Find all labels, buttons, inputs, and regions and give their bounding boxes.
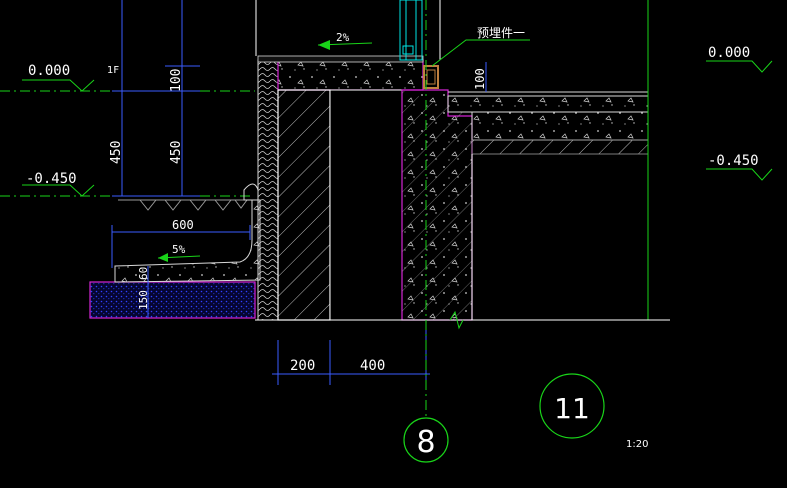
insulation-layer — [257, 59, 279, 321]
ground-hatch — [118, 199, 250, 211]
scale-label: 1:20 — [626, 439, 648, 450]
slope-text: 5% — [172, 243, 186, 256]
top-slab — [277, 59, 424, 91]
floor-slab-right — [447, 0, 649, 320]
elevation-text: 0.000 — [708, 45, 750, 61]
dim-text: 450 — [169, 141, 184, 164]
elevation-text: -0.450 — [26, 171, 77, 187]
dim-text: 100 — [473, 68, 487, 90]
grid-number: 8 — [416, 425, 435, 460]
embedded-part-label: 预埋件一 — [477, 26, 525, 40]
dim-text: 200 — [290, 358, 315, 374]
waterproof-layer — [257, 55, 424, 63]
grid-bubble — [403, 417, 449, 463]
detail-bubble — [539, 373, 605, 439]
detail-number: 11 — [554, 392, 590, 425]
break-mark — [449, 310, 464, 330]
window-frame — [255, 0, 441, 61]
dim-text: 60 — [137, 267, 150, 280]
dim-text: 450 — [109, 141, 124, 164]
apron: 600 60 150 5% — [89, 199, 261, 319]
left-dimension-lines — [0, 0, 255, 197]
floor-label: 1F — [107, 65, 119, 76]
elevation-text: 0.000 — [28, 63, 70, 79]
elevation-marker-right-minus: -0.450 — [706, 153, 773, 181]
elevation-text: -0.450 — [708, 153, 759, 169]
bottom-dimensions: 200 400 — [272, 320, 430, 385]
dim-text: 150 — [137, 290, 150, 310]
embedded-part-inner — [426, 69, 436, 85]
top-slope: 2% — [317, 31, 373, 50]
dim-text: 400 — [360, 358, 385, 374]
sealant-bead — [243, 183, 259, 201]
elevation-marker-left-minus: -0.450 — [22, 171, 95, 197]
elevation-marker-right-zero: 0.000 — [706, 45, 773, 73]
elevation-marker-left-zero: 0.000 — [22, 63, 95, 92]
brick-wall-left — [277, 89, 331, 321]
column-hatch — [402, 90, 472, 320]
wall-cavity — [329, 89, 403, 321]
leader-line — [431, 39, 530, 67]
dim-text: 100 — [169, 69, 184, 92]
embedded-part-box — [423, 65, 439, 89]
slope-text: 2% — [336, 31, 350, 44]
dim-text: 600 — [172, 218, 194, 232]
